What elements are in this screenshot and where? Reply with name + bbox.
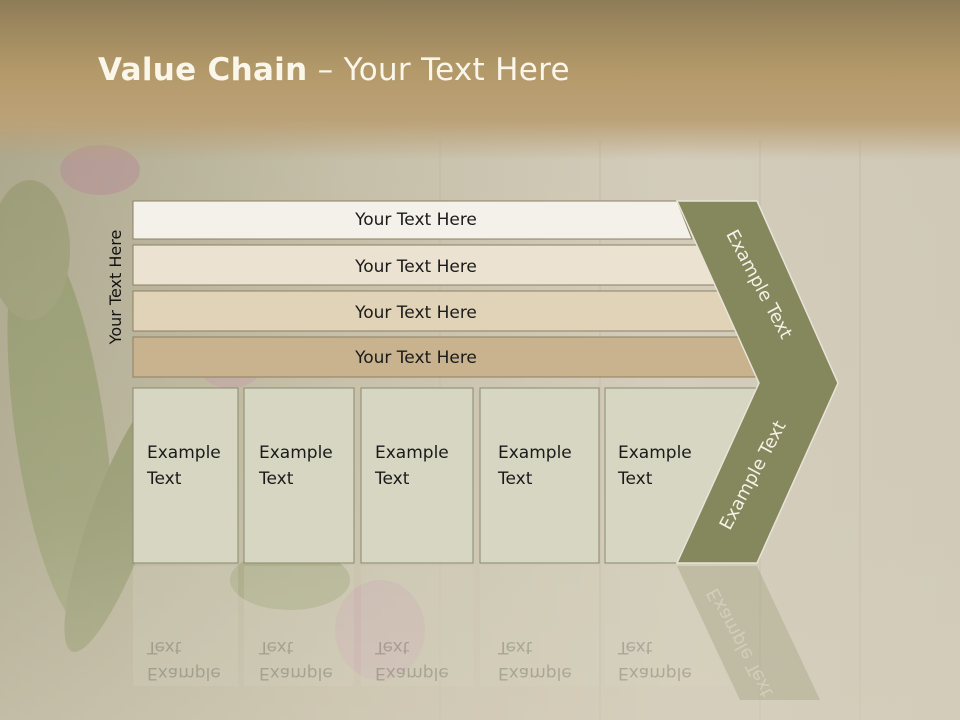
box-reflection-4: Example Text [498, 634, 588, 686]
reflection [133, 566, 820, 700]
row-bar-1 [132, 200, 693, 240]
box-2-line-1: Example [259, 443, 333, 463]
row-label-2: Your Text Here [354, 257, 477, 277]
box-4-line-1: Example [498, 443, 572, 463]
refl-2-line-2: Text [259, 637, 294, 657]
refl-3-line-2: Text [375, 637, 410, 657]
column-box-2 [243, 387, 355, 564]
column-box-3 [360, 387, 474, 564]
header-band [0, 0, 960, 160]
box-reflection-3: Example Text [375, 634, 465, 686]
refl-5-line-2: Text [618, 637, 653, 657]
box-reflection-2: Example Text [259, 634, 349, 686]
box-3-line-1: Example [375, 443, 449, 463]
row-label-3: Your Text Here [354, 303, 477, 323]
refl-3-line-1: Example [375, 663, 449, 683]
refl-1-line-2: Text [147, 637, 182, 657]
box-4-line-2: Text [498, 469, 533, 489]
box-reflection-5: Example Text [618, 634, 708, 686]
box-3-line-2: Text [375, 469, 410, 489]
box-5-line-1: Example [618, 443, 692, 463]
refl-4-line-2: Text [498, 637, 533, 657]
chevron-arrow [675, 200, 839, 564]
column-box-1 [132, 387, 239, 564]
refl-5-line-1: Example [618, 663, 692, 683]
box-5-line-2: Text [618, 469, 653, 489]
box-1-line-1: Example [147, 443, 221, 463]
row-label-4: Your Text Here [354, 348, 477, 368]
title-rest: – Your Text Here [307, 52, 570, 88]
refl-1-line-1: Example [147, 663, 221, 683]
title-bold: Value Chain [98, 52, 308, 88]
column-box-4 [479, 387, 600, 564]
refl-2-line-1: Example [259, 663, 333, 683]
slide-title: Value Chain – Your Text Here [98, 52, 570, 88]
refl-4-line-1: Example [498, 663, 572, 683]
box-reflection-1: Example Text [147, 634, 237, 686]
box-2-line-2: Text [259, 469, 294, 489]
row-label-1: Your Text Here [354, 210, 477, 230]
box-1-line-2: Text [147, 469, 182, 489]
